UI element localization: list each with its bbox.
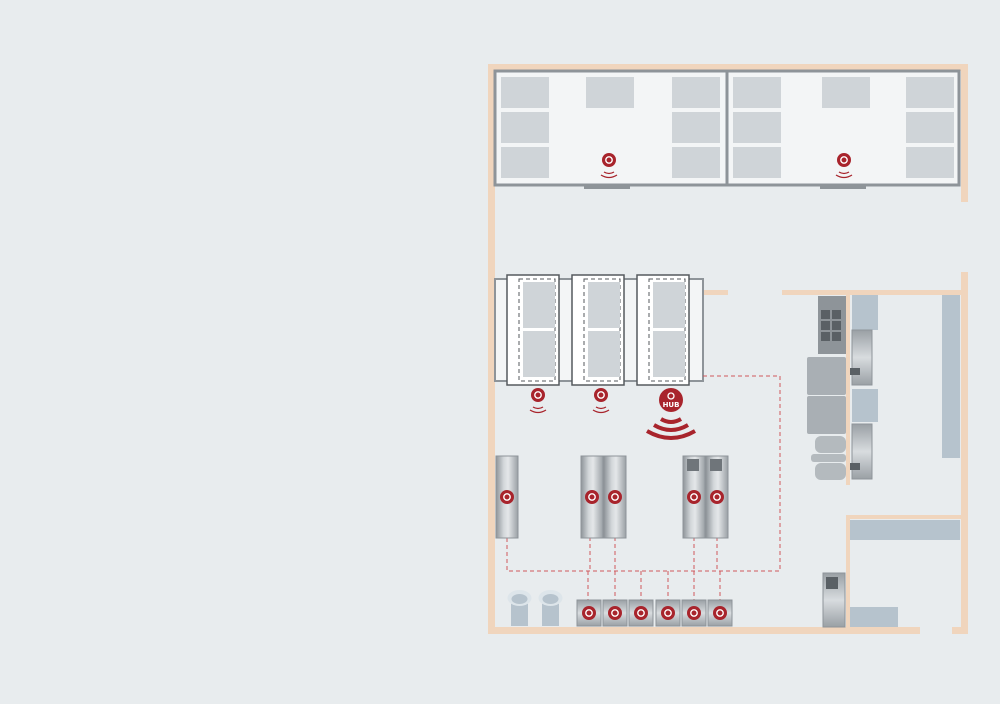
wifi-signal-icon — [835, 171, 853, 179]
sensor-icon — [687, 490, 701, 504]
wall-inner-vertical-lower — [846, 515, 850, 627]
walls — [488, 64, 968, 634]
undercounter-unit — [602, 599, 628, 627]
wall-left — [488, 64, 495, 634]
undercounter-units — [576, 599, 733, 627]
hub: HUB — [645, 388, 697, 440]
sensor-fridge — [687, 490, 701, 504]
prep-counters — [850, 295, 960, 627]
cold-room-left — [493, 69, 729, 189]
wall-inner-right — [782, 290, 962, 295]
sensor-icon — [634, 606, 648, 620]
wifi-signal-icon — [529, 406, 547, 414]
display-cabinet — [636, 274, 690, 386]
sensor-icon — [837, 153, 851, 167]
sensor-fridge — [585, 490, 599, 504]
undercounter-unit — [707, 599, 733, 627]
bins — [507, 590, 563, 626]
cold-room-right — [725, 69, 961, 189]
sensor-wiring — [506, 375, 781, 602]
hub-icon — [659, 388, 683, 412]
cold-room-door — [820, 185, 866, 189]
sensor-cold-room-right — [835, 153, 853, 179]
wall-right-upper — [961, 64, 968, 202]
sensor-icon — [687, 606, 701, 620]
wall-inner-vertical — [846, 290, 850, 485]
sensor-icon — [608, 606, 622, 620]
fridge-sensors — [500, 490, 724, 504]
sensor-fridge — [710, 490, 724, 504]
sensor-icon — [582, 606, 596, 620]
sensor-icon — [594, 388, 608, 402]
range-unit — [815, 436, 846, 453]
sensor-fridge — [608, 490, 622, 504]
undercounter-unit — [655, 599, 681, 627]
wall-inner-shelf — [846, 515, 962, 519]
wall-top — [488, 64, 968, 71]
sensor-fridge — [500, 490, 514, 504]
sensor-icon — [531, 388, 545, 402]
sensor-icon — [710, 490, 724, 504]
range-unit — [811, 454, 846, 462]
sensor-icon — [602, 153, 616, 167]
shelf-counter — [850, 520, 960, 540]
display-cabinet — [571, 274, 625, 386]
undercounter-unit — [681, 599, 707, 627]
cold-room-door — [584, 185, 630, 189]
wall-bottom-right — [952, 627, 968, 634]
hub-label: HUB — [663, 401, 680, 409]
wifi-signal-icon — [645, 417, 697, 440]
display-cabinet-row — [494, 274, 704, 386]
sensor-icon — [661, 606, 675, 620]
wifi-signal-icon — [600, 171, 618, 179]
fryer — [807, 357, 846, 395]
storage-fridge — [822, 572, 846, 628]
sensor-icon — [500, 490, 514, 504]
sensor-display-cabinet-2 — [592, 388, 610, 414]
sensor-display-cabinet-1 — [529, 388, 547, 414]
cooking-line — [807, 296, 846, 480]
wall-counter — [942, 295, 960, 458]
range-unit — [815, 463, 846, 480]
sensor-cold-room-left — [600, 153, 618, 179]
wall-inner-corridor — [704, 290, 728, 295]
wifi-signal-icon — [592, 406, 610, 414]
undercounter-unit — [628, 599, 654, 627]
griddle — [807, 396, 846, 434]
wall-right-lower — [961, 272, 968, 634]
burner-grid — [821, 310, 841, 341]
small-counter — [850, 607, 898, 627]
sensor-icon — [585, 490, 599, 504]
display-cabinet — [506, 274, 560, 386]
undercounter-unit — [576, 599, 602, 627]
wall-bottom — [488, 627, 920, 634]
sensor-icon — [608, 490, 622, 504]
sensor-icon — [713, 606, 727, 620]
